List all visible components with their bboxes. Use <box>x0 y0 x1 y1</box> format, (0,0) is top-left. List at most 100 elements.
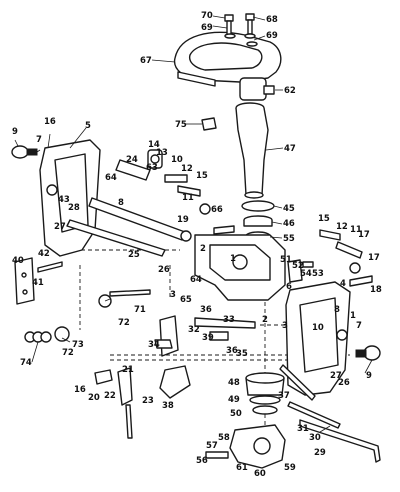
right-clamp-bracket-4 <box>285 281 351 396</box>
bar-25 <box>66 219 166 257</box>
callout: 54 <box>300 269 312 279</box>
callout: 74 <box>20 358 32 368</box>
callout: 8 <box>118 198 124 208</box>
swivel-bracket <box>194 234 286 301</box>
callout: 11 <box>182 193 194 203</box>
left-clamp-bracket-5 <box>39 139 101 257</box>
callout: 23 <box>142 396 154 406</box>
callout: 27 <box>330 371 342 381</box>
callout: 42 <box>38 249 50 259</box>
tilt-lock-assembly <box>115 149 235 235</box>
callout: 45 <box>283 204 295 214</box>
tilt-tube-8 <box>88 197 192 242</box>
callout: 12 <box>336 222 348 232</box>
callout: 35 <box>236 349 248 359</box>
callout: 60 <box>254 469 266 479</box>
callout: 24 <box>126 155 138 165</box>
callout: 32 <box>188 325 200 335</box>
callout: 5 <box>85 121 91 131</box>
callout: 62 <box>284 86 296 96</box>
bolts-68-69-70 <box>224 13 258 47</box>
callout: 39 <box>202 333 214 343</box>
callout: 46 <box>283 219 295 229</box>
callout: 64 <box>190 275 202 285</box>
linkage-32-39 <box>154 315 256 357</box>
callout: 4 <box>340 279 346 289</box>
callout: 65 <box>180 295 192 305</box>
callout: 56 <box>196 456 208 466</box>
callout: 69 <box>266 31 278 41</box>
rod-37 <box>279 364 316 401</box>
lever-parts-20-23 <box>94 367 133 439</box>
spring-51-54 <box>287 259 314 283</box>
rod-71-and-washers <box>24 261 151 343</box>
callout: 58 <box>218 433 230 443</box>
callout: 1 <box>350 311 356 321</box>
callout: 25 <box>128 250 140 260</box>
callout: 66 <box>211 205 223 215</box>
callout: 53 <box>312 269 324 279</box>
callout: 9 <box>366 371 372 381</box>
callout: 68 <box>266 15 278 25</box>
callout: 15 <box>318 214 330 224</box>
swivel-tube-47 <box>235 85 275 199</box>
callout: 22 <box>104 391 116 401</box>
callout: 10 <box>171 155 183 165</box>
callout: 7 <box>356 321 362 331</box>
callout: 70 <box>201 11 213 21</box>
callout: 30 <box>309 433 321 443</box>
callout: 52 <box>292 261 304 271</box>
callout: 31 <box>297 424 309 434</box>
callout: 6 <box>286 282 292 292</box>
callout-labels: 70 69 68 69 67 62 75 47 5 16 9 7 14 13 1… <box>12 11 382 479</box>
callout: 3 <box>170 290 176 300</box>
callout: 71 <box>134 305 146 315</box>
callout: 47 <box>284 144 296 154</box>
callout: 36 <box>200 305 212 315</box>
steering-clamp-59 <box>205 424 286 469</box>
callout: 57 <box>206 441 218 451</box>
callout: 11 <box>350 225 362 235</box>
callout: 34 <box>148 340 160 350</box>
knob-9-right <box>355 345 381 361</box>
callout: 10 <box>312 323 324 333</box>
right-pins-15-12-11-17-18 <box>319 229 373 287</box>
callout: 59 <box>284 463 296 473</box>
callout: 8 <box>334 305 340 315</box>
callout: 50 <box>230 409 242 419</box>
callout: 41 <box>32 278 44 288</box>
callout: 27 <box>54 222 66 232</box>
callout: 72 <box>62 348 74 358</box>
thumbscrew-75 <box>201 117 217 131</box>
callout: 20 <box>88 393 100 403</box>
lower-bushings-48-50 <box>245 372 285 415</box>
callout: 64 <box>105 173 117 183</box>
callout: 63 <box>146 163 158 173</box>
leader-lines <box>14 15 373 433</box>
callout: 19 <box>177 215 189 225</box>
callout: 18 <box>370 285 382 295</box>
callout: 16 <box>44 117 56 127</box>
callout: 55 <box>283 234 295 244</box>
callout: 3 <box>282 321 288 331</box>
knob-9-left <box>11 145 38 159</box>
callout: 28 <box>68 203 80 213</box>
callout: 21 <box>122 365 134 375</box>
callout: 13 <box>156 148 168 158</box>
callout: 73 <box>72 340 84 350</box>
bushings-45-46-55 <box>241 200 275 241</box>
callout: 69 <box>201 23 213 33</box>
callout: 12 <box>181 164 193 174</box>
callout: 29 <box>314 448 326 458</box>
hook-rod-29 <box>287 401 381 463</box>
callout: 26 <box>338 378 350 388</box>
callout: 9 <box>12 127 18 137</box>
callout: 17 <box>368 253 380 263</box>
callout: 2 <box>262 315 268 325</box>
callout: 26 <box>158 265 170 275</box>
callout: 1 <box>230 254 236 264</box>
callout: 49 <box>228 395 240 405</box>
callout: 75 <box>175 120 187 130</box>
